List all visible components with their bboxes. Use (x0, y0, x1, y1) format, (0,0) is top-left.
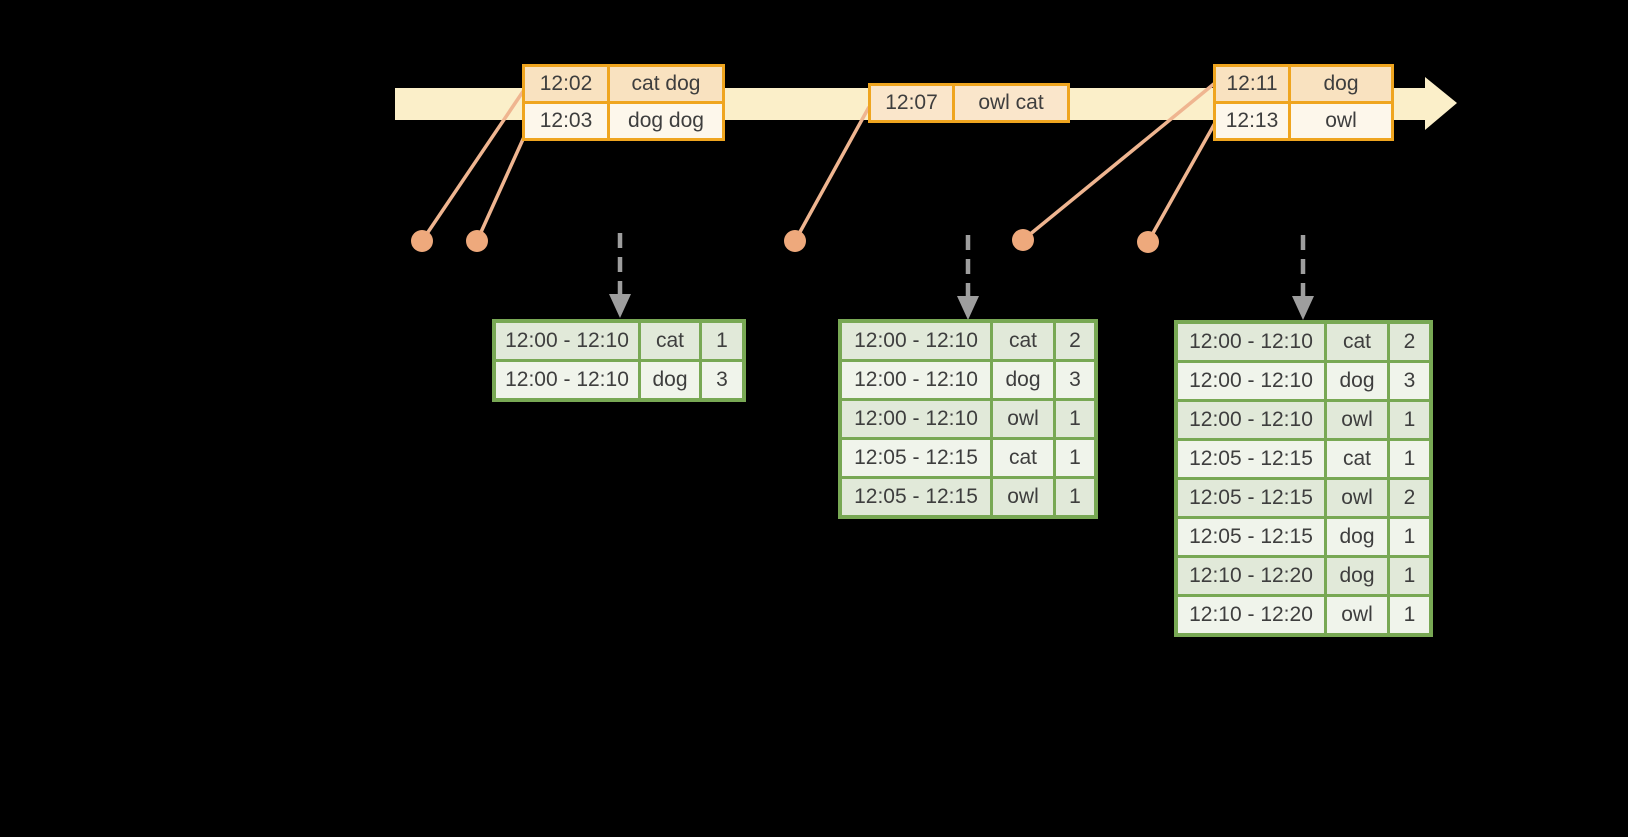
count-cell: 1 (1056, 479, 1094, 515)
window-cell: 12:10 - 12:20 (1178, 558, 1324, 594)
trigger-arrow-icon (609, 233, 631, 318)
word-cell: dog (993, 362, 1053, 398)
event-words-cell: dog dog (610, 104, 722, 138)
count-cell: 1 (1390, 441, 1429, 477)
window-cell: 12:00 - 12:10 (1178, 363, 1324, 399)
count-cell: 2 (1390, 324, 1429, 360)
window-cell: 12:05 - 12:15 (842, 440, 990, 476)
trigger-arrow-icon (1292, 235, 1314, 320)
event-marker-dot (466, 230, 488, 252)
count-cell: 1 (702, 323, 742, 359)
window-cell: 12:00 - 12:10 (496, 362, 638, 398)
window-cell: 12:05 - 12:15 (1178, 480, 1324, 516)
count-cell: 1 (1390, 402, 1429, 438)
count-cell: 3 (1390, 363, 1429, 399)
event-connector-line (420, 89, 526, 242)
word-cell: owl (1327, 402, 1387, 438)
window-cell: 12:00 - 12:10 (842, 323, 990, 359)
window-cell: 12:00 - 12:10 (842, 401, 990, 437)
event-marker-dot (1012, 229, 1034, 251)
count-cell: 1 (1390, 519, 1429, 555)
word-cell: dog (1327, 363, 1387, 399)
event-time-cell: 12:02 (525, 67, 607, 101)
word-cell: cat (993, 323, 1053, 359)
word-cell: cat (1327, 441, 1387, 477)
word-cell: dog (641, 362, 699, 398)
count-cell: 2 (1390, 480, 1429, 516)
word-cell: dog (1327, 558, 1387, 594)
count-cell: 1 (1056, 440, 1094, 476)
event-table-1: 12:02 cat dog 12:03 dog dog (522, 64, 725, 141)
event-table-3: 12:11 dog 12:13 owl (1213, 64, 1394, 141)
count-cell: 1 (1390, 558, 1429, 594)
window-cell: 12:10 - 12:20 (1178, 597, 1324, 633)
window-cell: 12:00 - 12:10 (1178, 324, 1324, 360)
trigger-arrow-icon (957, 235, 979, 320)
event-marker-dot (784, 230, 806, 252)
event-time-cell: 12:03 (525, 104, 607, 138)
event-marker-dot (1137, 231, 1159, 253)
word-cell: dog (1327, 519, 1387, 555)
event-connector-line (475, 136, 526, 242)
event-table-2: 12:07 owl cat (868, 83, 1070, 123)
event-words-cell: dog (1291, 67, 1391, 101)
count-cell: 3 (702, 362, 742, 398)
result-table-3: 12:00 - 12:10 cat 2 12:00 - 12:10 dog 3 … (1174, 320, 1433, 637)
timeline-arrowhead-icon (1425, 77, 1457, 130)
word-cell: owl (993, 401, 1053, 437)
result-table-2: 12:00 - 12:10 cat 2 12:00 - 12:10 dog 3 … (838, 319, 1098, 519)
event-connector-line (793, 106, 871, 242)
word-cell: cat (1327, 324, 1387, 360)
event-words-cell: owl cat (955, 86, 1067, 120)
event-words-cell: owl (1291, 104, 1391, 138)
count-cell: 1 (1056, 401, 1094, 437)
event-connector-line (1146, 122, 1217, 243)
word-cell: cat (641, 323, 699, 359)
event-time-cell: 12:07 (871, 86, 952, 120)
word-cell: owl (993, 479, 1053, 515)
window-cell: 12:05 - 12:15 (1178, 441, 1324, 477)
event-words-cell: cat dog (610, 67, 722, 101)
count-cell: 2 (1056, 323, 1094, 359)
window-cell: 12:00 - 12:10 (842, 362, 990, 398)
result-table-1: 12:00 - 12:10 cat 1 12:00 - 12:10 dog 3 (492, 319, 746, 402)
window-cell: 12:05 - 12:15 (842, 479, 990, 515)
event-marker-dot (411, 230, 433, 252)
word-cell: owl (1327, 480, 1387, 516)
window-cell: 12:05 - 12:15 (1178, 519, 1324, 555)
count-cell: 3 (1056, 362, 1094, 398)
count-cell: 1 (1390, 597, 1429, 633)
event-time-cell: 12:13 (1216, 104, 1288, 138)
event-time-cell: 12:11 (1216, 67, 1288, 101)
window-cell: 12:00 - 12:10 (496, 323, 638, 359)
word-cell: owl (1327, 597, 1387, 633)
window-cell: 12:00 - 12:10 (1178, 402, 1324, 438)
word-cell: cat (993, 440, 1053, 476)
